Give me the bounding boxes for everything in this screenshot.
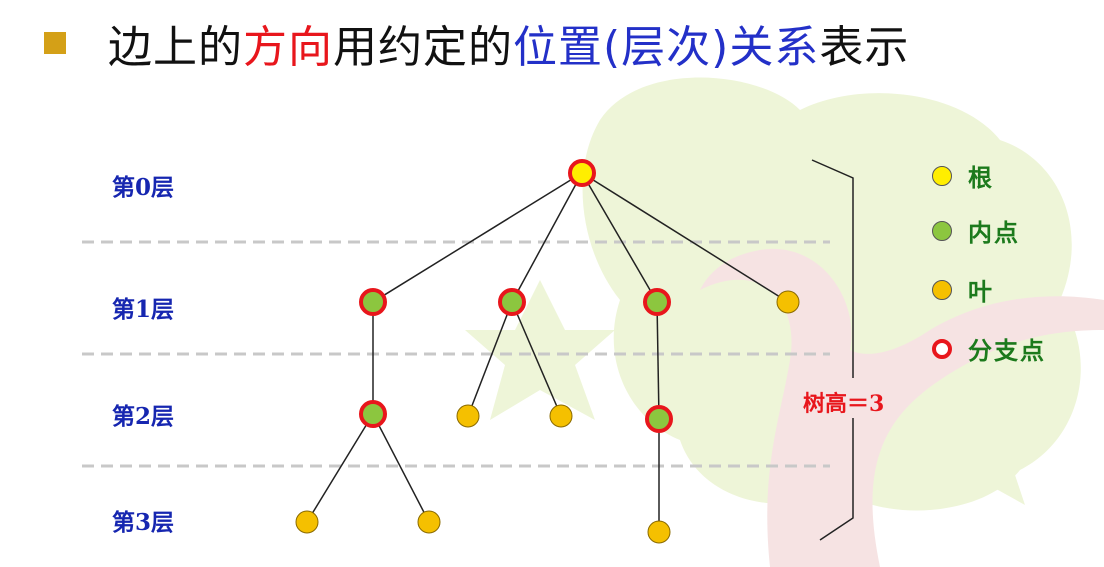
bg-trunk xyxy=(700,248,1104,567)
branch-node xyxy=(359,400,387,428)
tree-edge xyxy=(511,172,583,303)
legend-label-root: 根 xyxy=(968,163,994,192)
level-label-2: 第2层 xyxy=(112,403,175,430)
bullet-icon xyxy=(44,32,66,54)
legend-item-branch: 分支点 xyxy=(932,331,1046,366)
legend-root-dot-icon xyxy=(932,165,952,186)
legend-label-leaf: 叶 xyxy=(968,277,994,306)
tree-edge xyxy=(467,301,513,417)
legend-item-root: 根 xyxy=(932,158,994,193)
tree-edges xyxy=(306,172,789,532)
title-part-5: 表示 xyxy=(819,22,910,73)
tree-edge xyxy=(581,172,789,303)
root-node xyxy=(568,159,596,187)
slide-title: 边上的方向用约定的位置(层次)关系表示 xyxy=(44,8,909,78)
tree-edge xyxy=(656,301,660,420)
legend-internal-dot-icon xyxy=(932,220,952,241)
tree-edge xyxy=(511,301,562,417)
legend-item-internal: 内点 xyxy=(932,213,1020,248)
level-label-1: 第1层 xyxy=(112,296,175,323)
title-part-1: 边上的 xyxy=(108,22,243,73)
legend-leaf-dot-icon xyxy=(932,279,952,300)
legend-label-branch: 分支点 xyxy=(968,336,1046,365)
tree-edge xyxy=(372,413,430,523)
leaf-node xyxy=(549,404,573,428)
leaf-node xyxy=(647,520,671,544)
leaf-node xyxy=(776,290,800,314)
tree-edge xyxy=(581,172,658,303)
branch-node xyxy=(359,288,387,316)
legend-branch-ring-icon xyxy=(932,338,952,359)
tree-edge xyxy=(306,413,374,523)
leaf-node xyxy=(456,404,480,428)
branch-node xyxy=(498,288,526,316)
title-part-2: 方向 xyxy=(243,22,333,73)
legend-label-internal: 内点 xyxy=(968,218,1020,247)
leaf-node xyxy=(417,510,441,534)
legend-item-leaf: 叶 xyxy=(932,272,994,307)
bg-star-right xyxy=(915,390,1045,505)
title-part-4: 位置(层次)关系 xyxy=(513,22,820,73)
title-part-3: 用约定的 xyxy=(333,22,513,73)
branch-node xyxy=(643,288,671,316)
level-label-3: 第3层 xyxy=(112,509,175,536)
level-label-0: 第0层 xyxy=(112,174,175,201)
tree-height-label: 树高＝3 xyxy=(803,391,885,417)
branch-node xyxy=(645,405,673,433)
leaf-node xyxy=(295,510,319,534)
tree-height-brace xyxy=(811,159,854,541)
bg-star-left xyxy=(465,280,615,420)
tree-edge xyxy=(372,172,583,303)
